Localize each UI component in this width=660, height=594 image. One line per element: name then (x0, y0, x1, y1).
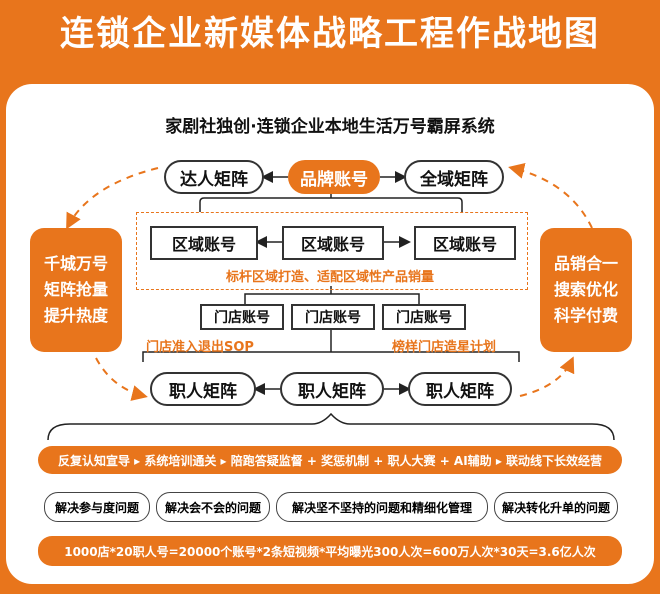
region-caption: 标杆区域打造、适配区域性产品销量 (225, 270, 434, 285)
staff-matrix-node-1: 职人矩阵 (150, 372, 256, 406)
problem-persistence: 解决坚不坚持的问题和精细化管理 (276, 492, 488, 522)
formula-bar: 1000店*20职人号=20000个账号*2条短视频*平均曝光300人次=600… (38, 536, 622, 566)
region-group (136, 212, 528, 290)
left-strategy-line: 千城万号 (43, 254, 108, 273)
region-account-node-3: 区域账号 (414, 226, 516, 260)
subtitle: 家剧社独创·连锁企业本地生活万号霸屏系统 (165, 117, 495, 137)
store-caption-left: 门店准入退出SOP (146, 340, 254, 355)
right-strategy-line: 科学付费 (553, 306, 618, 325)
process-bar: 反复认知宣导 ▸ 系统培训通关 ▸ 陪跑答疑监督 + 奖惩机制 + 职人大赛 +… (38, 446, 622, 474)
page-title: 连锁企业新媒体战略工程作战地图 (60, 14, 600, 54)
left-strategy-line: 矩阵抢量 (43, 280, 108, 299)
problem-skill: 解决会不会的问题 (156, 492, 270, 522)
staff-matrix-node-3: 职人矩阵 (408, 372, 512, 406)
problem-conversion: 解决转化升单的问题 (494, 492, 618, 522)
store-account-node-1: 门店账号 (200, 304, 284, 330)
right-strategy-line: 品销合一 (553, 254, 618, 273)
staff-matrix-node-2: 职人矩阵 (280, 372, 384, 406)
left-strategy-panel: 千城万号 矩阵抢量 提升热度 (30, 228, 122, 352)
problem-participation: 解决参与度问题 (44, 492, 150, 522)
influencer-matrix-node: 达人矩阵 (164, 160, 264, 194)
region-account-node-1: 区域账号 (150, 226, 258, 260)
region-account-node-2: 区域账号 (282, 226, 384, 260)
right-strategy-line: 搜索优化 (553, 280, 618, 299)
store-account-node-2: 门店账号 (291, 304, 375, 330)
store-caption-right: 榜样门店造星计划 (392, 340, 497, 355)
left-strategy-line: 提升热度 (43, 306, 108, 325)
store-account-node-3: 门店账号 (382, 304, 466, 330)
right-strategy-panel: 品销合一 搜索优化 科学付费 (540, 228, 632, 352)
brand-account-node: 品牌账号 (288, 160, 380, 194)
omni-matrix-node: 全域矩阵 (404, 160, 504, 194)
